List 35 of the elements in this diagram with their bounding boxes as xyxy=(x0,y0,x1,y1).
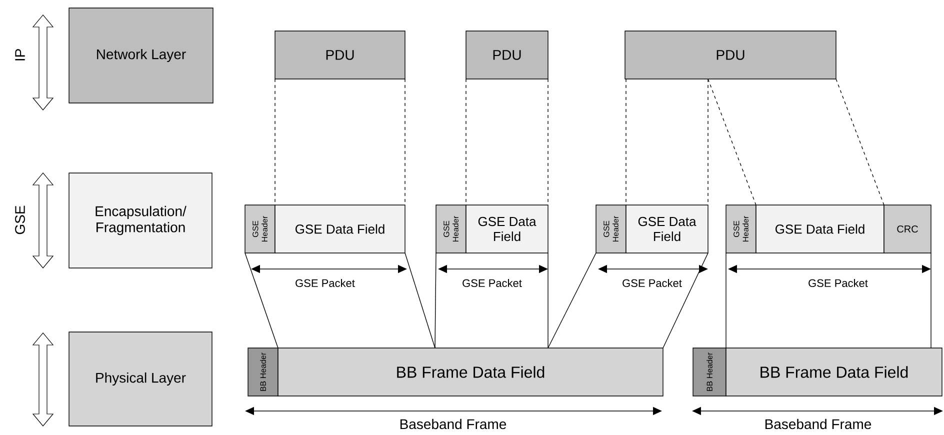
header-field: BB Header xyxy=(692,348,726,396)
dashed-line xyxy=(708,78,756,206)
header-field: GSE Header xyxy=(726,204,756,254)
data-field: GSE Data Field xyxy=(756,204,884,254)
layer-box: Encapsulation/ Fragmentation xyxy=(68,172,212,268)
header-field: GSE Header xyxy=(436,204,466,254)
connector-line xyxy=(434,252,436,348)
dimension-label: GSE Packet xyxy=(808,278,868,288)
dimension-label: GSE Packet xyxy=(296,278,355,288)
layer-box: Physical Layer xyxy=(68,332,212,426)
pdu-box: PDU xyxy=(274,30,406,80)
crc-field: CRC xyxy=(884,204,932,254)
layer-box: Network Layer xyxy=(68,8,214,104)
connector-line xyxy=(548,252,596,348)
layer-label: IP xyxy=(15,49,25,60)
dimension-label: Baseband Frame xyxy=(765,418,872,430)
data-field: GSE Data Field xyxy=(274,204,406,254)
connector-line xyxy=(930,252,932,348)
header-field: BB Header xyxy=(248,348,278,396)
layer-label: GSE xyxy=(15,206,25,234)
dimension-label: GSE Packet xyxy=(622,278,682,288)
data-field: GSE Data Field xyxy=(466,204,548,254)
header-field: GSE Header xyxy=(244,204,276,254)
dimension-label: Baseband Frame xyxy=(400,418,506,430)
dashed-line xyxy=(836,78,884,206)
connector-line xyxy=(662,252,708,348)
connector-line xyxy=(244,252,278,348)
data-field: BB Frame Data Field xyxy=(278,348,664,396)
header-field: GSE Header xyxy=(596,204,626,254)
pdu-box: PDU xyxy=(466,30,548,80)
pdu-box: PDU xyxy=(624,30,836,80)
data-field: GSE Data Field xyxy=(626,204,708,254)
data-field: BB Frame Data Field xyxy=(726,348,942,396)
dimension-label: GSE Packet xyxy=(462,278,522,288)
connector-line xyxy=(404,252,436,348)
